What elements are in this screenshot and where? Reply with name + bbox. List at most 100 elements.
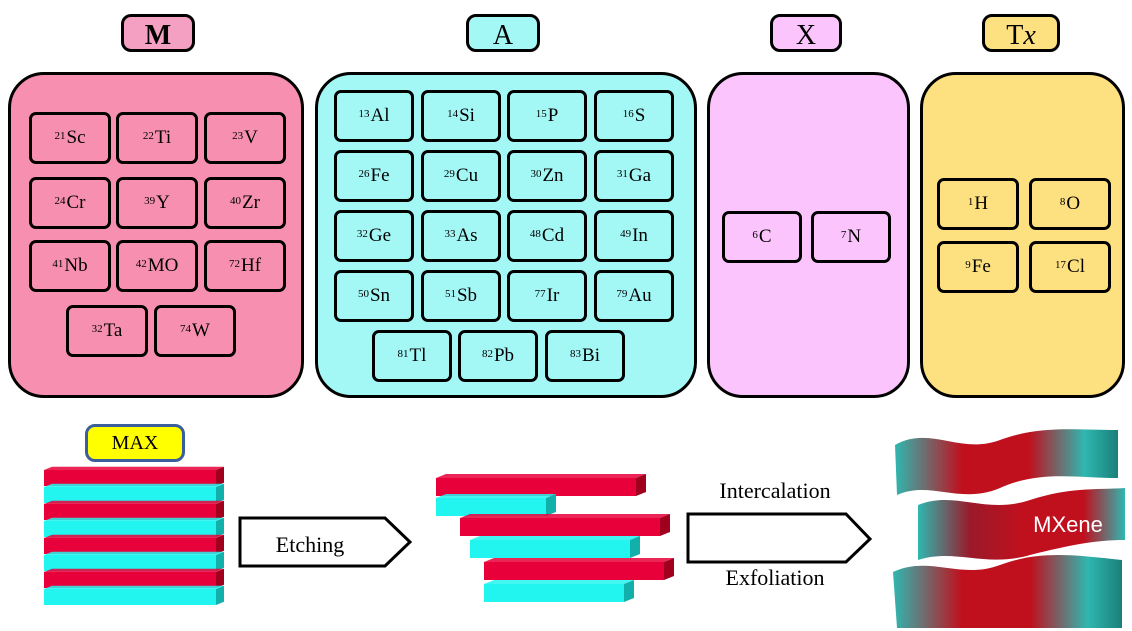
max-layer: [44, 555, 216, 571]
mxene-label: MXene: [1033, 512, 1103, 537]
element-symbol: C: [758, 226, 772, 247]
max-layer-side: [216, 551, 224, 571]
element-symbol: Fe: [971, 256, 991, 277]
element-symbol: Cr: [66, 192, 86, 213]
max-layer-side: [216, 585, 224, 605]
etched-layer: [436, 498, 546, 516]
atomic-number: 30: [530, 168, 542, 180]
tx-group-label: Tx: [982, 14, 1060, 52]
element-symbol: Ir: [546, 285, 560, 306]
max-layer: [44, 589, 216, 605]
atomic-number: 39: [144, 195, 156, 207]
etched-layer: [436, 478, 636, 496]
etched-layer-side: [664, 558, 674, 580]
max-layer-side: [216, 500, 224, 520]
atomic-number: 83: [570, 348, 582, 360]
atomic-number: 50: [357, 288, 369, 300]
mxene-sheet-middle: [918, 488, 1125, 560]
m-group-label: M: [121, 14, 195, 52]
element-symbol: Ga: [628, 165, 652, 186]
atomic-number: 42: [135, 258, 147, 270]
atomic-number: 24: [54, 195, 66, 207]
atomic-number: 32: [91, 323, 103, 335]
element-symbol: Nb: [64, 255, 88, 276]
max-layer: [44, 538, 216, 554]
etching-arrow: [238, 516, 413, 568]
element-symbol: Sn: [369, 285, 391, 306]
etched-layer-stack: [436, 474, 674, 602]
atomic-number: 81: [397, 348, 409, 360]
atomic-number: 17: [1055, 259, 1067, 271]
element-symbol: Y: [156, 192, 170, 213]
exfoliation-label: Exfoliation: [726, 565, 825, 590]
element-symbol: Al: [370, 105, 390, 126]
max-layer-top: [44, 534, 224, 538]
etching-label: Etching: [276, 532, 344, 557]
element-symbol: Cl: [1067, 256, 1085, 277]
element-symbol: V: [244, 127, 258, 148]
element-symbol: Bi: [582, 345, 600, 366]
max-layer-side: [216, 568, 224, 588]
etched-layer-side: [546, 494, 556, 516]
element-symbol: Cu: [455, 165, 479, 186]
atomic-number: 49: [620, 228, 632, 240]
element-symbol: P: [547, 105, 559, 126]
atomic-number: 51: [444, 288, 456, 300]
max-layer-top: [44, 568, 224, 572]
element-symbol: Sb: [456, 285, 478, 306]
atomic-number: 21: [54, 130, 66, 142]
etched-layer-top: [460, 514, 670, 518]
atomic-number: 26: [358, 168, 370, 180]
tx-label-main: T: [1006, 20, 1024, 51]
max-label: MAX: [85, 424, 185, 462]
max-layer-side: [216, 466, 224, 486]
max-layer-stack: [44, 466, 224, 605]
atomic-number: 8: [1059, 196, 1066, 208]
atomic-number: 41: [52, 258, 64, 270]
atomic-number: 14: [447, 108, 459, 120]
intercalation-arrow: [686, 512, 873, 564]
max-layer-top: [44, 585, 224, 589]
element-symbol: Ti: [154, 127, 172, 148]
max-layer-top: [44, 466, 224, 470]
atomic-number: 77: [534, 288, 546, 300]
etched-layer: [484, 584, 624, 602]
max-layer: [44, 487, 216, 503]
max-layer-top: [44, 500, 224, 504]
etched-layer-side: [660, 514, 670, 536]
atomic-number: 72: [228, 258, 240, 270]
x-group-label: X: [770, 14, 842, 52]
element-symbol: Si: [459, 105, 475, 126]
max-layer-side: [216, 483, 224, 503]
max-layer-top: [44, 517, 224, 521]
atomic-number: 16: [622, 108, 634, 120]
max-layer-side: [216, 517, 224, 537]
element-symbol: Sc: [66, 127, 86, 148]
atomic-number: 40: [230, 195, 242, 207]
element-symbol: Hf: [240, 255, 262, 276]
element-symbol: W: [192, 320, 210, 341]
element-symbol: H: [974, 193, 989, 214]
element-symbol: S: [634, 105, 646, 126]
element-symbol: Ge: [368, 225, 392, 246]
etched-layer: [460, 518, 660, 536]
